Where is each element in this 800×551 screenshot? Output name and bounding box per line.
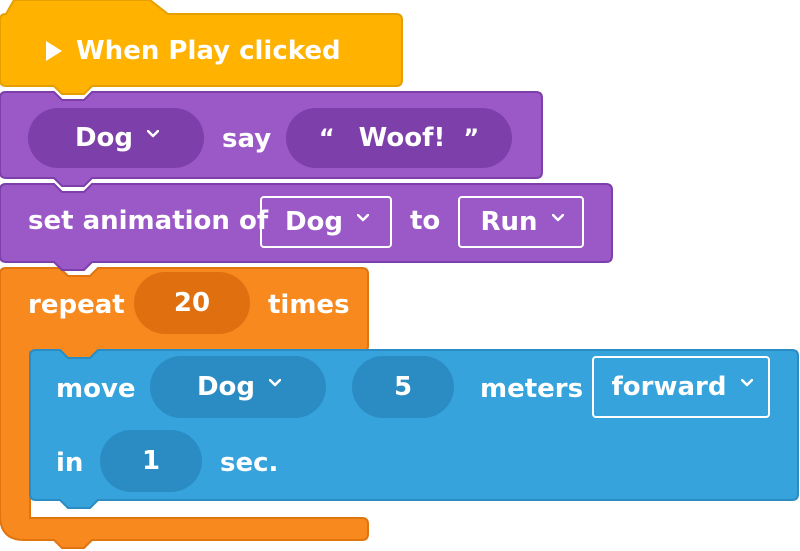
move-duration-unit-label: sec. <box>220 448 279 478</box>
chevron-down-icon <box>357 214 370 224</box>
chevron-down-icon <box>551 214 564 224</box>
move-in-label: in <box>56 448 84 478</box>
move-distance-value: 5 <box>393 372 413 402</box>
repeat-block-shape <box>0 267 369 549</box>
chevron-down-icon <box>740 379 753 389</box>
move-direction-value: forward <box>611 372 727 402</box>
animation-prefix-label: set animation of <box>28 206 269 236</box>
event-label: When Play clicked <box>76 36 341 66</box>
say-message-value: Woof! <box>358 123 446 153</box>
move-duration-field[interactable]: 1 <box>100 430 202 492</box>
open-quote: “ <box>318 124 335 152</box>
close-quote: ” <box>463 124 480 152</box>
play-icon <box>46 41 62 61</box>
move-distance-field[interactable]: 5 <box>352 356 454 418</box>
move-duration-value: 1 <box>141 446 161 476</box>
chevron-down-icon <box>269 379 282 389</box>
event-block[interactable]: When Play clicked <box>0 14 402 86</box>
move-unit-label: meters <box>480 374 584 404</box>
say-character-dropdown[interactable]: Dog <box>28 108 204 168</box>
move-block[interactable]: move Dog 5 meters forward in 1 sec. <box>30 350 798 500</box>
animation-block[interactable]: set animation of Dog to Run <box>0 184 612 262</box>
repeat-block[interactable]: repeat 20 times <box>0 268 368 352</box>
chevron-down-icon <box>147 130 160 140</box>
animation-type-value: Run <box>480 207 538 237</box>
move-character-dropdown[interactable]: Dog <box>150 356 326 418</box>
repeat-prefix-label: repeat <box>28 290 125 320</box>
animation-connector-label: to <box>410 206 441 236</box>
event-block-shape <box>0 0 403 95</box>
repeat-suffix-label: times <box>268 290 350 320</box>
repeat-count-value: 20 <box>173 288 211 318</box>
move-character-value: Dog <box>196 372 256 402</box>
move-verb-label: move <box>56 374 136 404</box>
animation-character-value: Dog <box>284 207 344 237</box>
say-verb-label: say <box>222 124 272 154</box>
animation-type-dropdown[interactable]: Run <box>458 196 584 248</box>
animation-character-dropdown[interactable]: Dog <box>260 196 392 248</box>
say-message-field[interactable]: “ Woof! ” <box>286 108 512 168</box>
say-character-value: Dog <box>74 123 134 153</box>
repeat-count-field[interactable]: 20 <box>134 272 250 334</box>
move-direction-dropdown[interactable]: forward <box>592 356 770 418</box>
say-block[interactable]: Dog say “ Woof! ” <box>0 92 542 178</box>
